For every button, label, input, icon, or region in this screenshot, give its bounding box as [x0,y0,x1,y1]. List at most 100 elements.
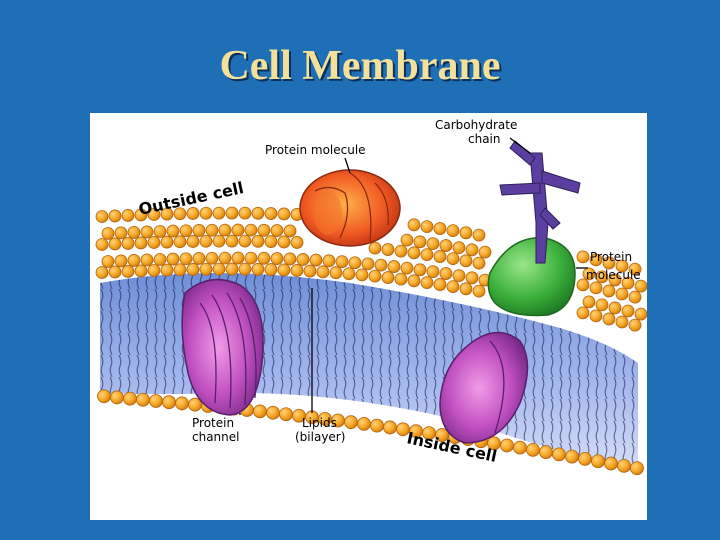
lipid-head [540,446,553,459]
lipid-head [414,264,426,276]
lipid-head [553,448,566,461]
lipid-head [401,234,413,246]
lipid-head [382,272,394,284]
lipid-head [96,266,108,278]
lipid-head [128,254,140,266]
lipid-head [421,277,433,289]
lipid-head [479,246,491,258]
lipid-head [434,251,446,263]
lipid-head [466,272,478,284]
lipid-head [466,244,478,256]
lipid-head [154,225,166,237]
lipid-head [388,261,400,273]
lipid-head [154,253,166,265]
lipid-head [180,253,192,265]
lipid-head [239,235,251,247]
lipid-head [501,439,514,452]
lipid-head [271,253,283,265]
lipid-head [167,253,179,265]
lipid-head [278,236,290,248]
lipid-head [206,252,218,264]
lipid-head [473,285,485,297]
lipid-head [447,281,459,293]
lipid-head [371,419,384,432]
lipid-head [265,208,277,220]
lipid-head [453,242,465,254]
lipid-head [635,308,647,320]
lipid-head [460,227,472,239]
lipid-head [206,224,218,236]
lipid-head [135,265,147,277]
lipid-head [395,273,407,285]
lipid-head [583,296,595,308]
lipid-head [323,255,335,267]
lipid-head [102,227,114,239]
lipid-head [596,299,608,311]
lipid-head [176,397,189,410]
lipid-head [343,268,355,280]
lipid-head [345,416,358,429]
lipid-head [187,263,199,275]
lipid-head [122,237,134,249]
lipid-head [213,263,225,275]
lipid-head [141,226,153,238]
lipid-head [239,263,251,275]
lipid-head [226,235,238,247]
lipid-head [317,266,329,278]
lipid-head [460,255,472,267]
lipid-head [213,207,225,219]
lipid-head [193,224,205,236]
lipid-head [577,251,589,263]
lipid-head [96,210,108,222]
lipid-head [174,264,186,276]
lipid-head [427,266,439,278]
lipid-head [291,264,303,276]
lipid-head [460,283,472,295]
lipid-head [180,225,192,237]
lipid-head [174,236,186,248]
lipid-head [304,265,316,277]
lipid-head [408,247,420,259]
lipid-head [265,236,277,248]
lipid-head [271,225,283,237]
lipid-head [453,270,465,282]
lipid-head [148,236,160,248]
lipid-head [278,208,290,220]
lipid-head [267,406,280,419]
lipid-head [124,392,137,405]
lipid-head [618,459,631,472]
lipid-head [150,394,163,407]
lipid-head [384,421,397,434]
lipid-head [609,302,621,314]
lipid-head [427,238,439,250]
lipid-head [200,263,212,275]
label-protein-molecule-top: Protein molecule [265,143,366,157]
lipid-head [310,254,322,266]
label-protein-channel-2: channel [192,430,239,444]
lipid-head [111,391,124,404]
lipid-head [362,258,374,270]
lipid-head [226,207,238,219]
lipid-head [369,270,381,282]
lipid-head [616,288,628,300]
lipid-head [148,264,160,276]
lipid-head [109,238,121,250]
lipid-head [254,405,267,418]
lipid-head [161,236,173,248]
lipid-head [252,235,264,247]
lipid-head [98,390,111,403]
lipid-head [239,207,251,219]
lipid-head [527,443,540,456]
lipid-head [232,252,244,264]
label-protein-molecule-right-2: molecule [586,268,641,282]
lipid-head [440,240,452,252]
lipid-head [447,225,459,237]
lipid-head [163,396,176,409]
lipid-head [115,255,127,267]
lipid-head [408,275,420,287]
lipid-head [414,236,426,248]
lipid-head [109,266,121,278]
lipid-head [629,291,641,303]
lipid-head [280,408,293,421]
lipid-head [473,257,485,269]
